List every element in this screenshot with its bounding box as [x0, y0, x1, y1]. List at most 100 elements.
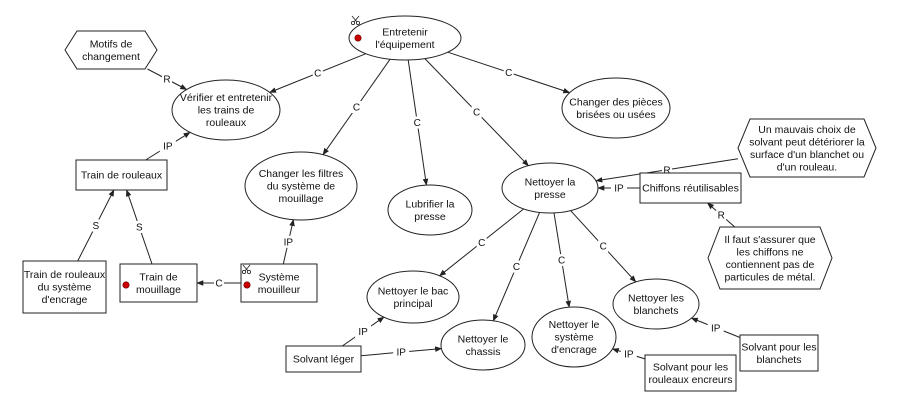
node-text-line: Un mauvais choix de: [758, 124, 856, 136]
scissors-icon: [241, 264, 251, 274]
node-text-line: du système de: [267, 181, 335, 193]
node-text-line: les trains de: [198, 105, 255, 117]
edge-entretenir-to-lubrifier: C: [407, 59, 429, 186]
node-text-line: Train de rouleaux: [24, 269, 106, 281]
edge-label-bg: [351, 101, 362, 113]
node-box: [119, 263, 198, 303]
node-text-line: presse: [534, 189, 566, 201]
marker-dot-icon: [354, 34, 362, 42]
edge-entretenir-to-changer-pieces: C: [447, 51, 571, 94]
edge-label-bg: [556, 254, 567, 267]
node-text-line: blanchets: [634, 305, 679, 317]
node-box: [644, 354, 737, 392]
node-text-line: principal: [393, 298, 432, 310]
node-text-line: d'encrage: [42, 294, 88, 306]
node-ellipse: [387, 184, 473, 236]
edge-entretenir-to-changer-filtres: C: [322, 58, 391, 156]
edge-label-bg: [412, 116, 423, 129]
edge-mauvais-choix-to-nettoyer-presse: R: [595, 158, 739, 183]
node-hexagon: [737, 118, 877, 178]
node-text-line: mouillage: [136, 284, 181, 296]
edge-label-bg: [90, 219, 101, 232]
edge-label: R: [718, 211, 725, 222]
node-text-line: Système: [259, 271, 300, 283]
node-text-line: Train de rouleaux: [81, 170, 163, 182]
node-text-line: Chiffons réutilisables: [642, 183, 739, 195]
node-ellipse: [501, 162, 599, 214]
node-ellipse: [531, 306, 617, 368]
node-text-line: Entretenir: [382, 26, 428, 38]
edge-label-bg: [393, 346, 410, 359]
edge-label-bg: [214, 277, 224, 289]
node-box: [240, 263, 318, 303]
edge-label: IP: [614, 184, 624, 195]
edge-solvant-leger-to-nettoyer-bac: IP: [342, 316, 385, 347]
node-text-line: d'un rouleau.: [777, 161, 837, 173]
node-hexagon: [64, 30, 158, 70]
node-text-line: Lubrifier la: [405, 198, 454, 210]
node-ellipse: [440, 319, 526, 371]
edge-label: R: [163, 75, 170, 86]
node-text-line: Nettoyer le: [549, 319, 600, 331]
edge-solvant-rouleaux-to-nettoyer-encrage: IP: [611, 347, 646, 360]
node-chiffons[interactable]: Chiffons réutilisables: [639, 172, 742, 204]
node-ellipse: [244, 151, 358, 221]
node-box: [285, 345, 362, 373]
node-text-line: Nettoyer les: [628, 292, 684, 304]
edge-label: IP: [624, 349, 634, 360]
node-text-line: Solvant pour les: [741, 341, 816, 353]
node-text-line: Motifs de: [90, 38, 133, 50]
node-text-line: Nettoyer le bac: [378, 285, 449, 297]
edge-label-bg: [707, 321, 724, 334]
node-text-line: les chiffons ne: [737, 246, 804, 258]
edge-label-bg: [511, 260, 522, 273]
edge-label: C: [478, 238, 485, 249]
edge-train-to-verifier: IP: [145, 131, 191, 161]
node-text-line: l'équipement: [375, 39, 434, 51]
node-ellipse: [348, 15, 462, 61]
edge-nettoyer-presse-to-nettoyer-bac: C: [439, 208, 525, 277]
edge-nettoyer-presse-to-nettoyer-blanchets: C: [570, 210, 637, 283]
edge-il-faut-to-chiffons: R: [706, 202, 736, 228]
node-text-line: Solvant pour les: [653, 361, 728, 373]
edge-label-bg: [355, 325, 372, 338]
node-text-line: solvant peut détériorer la: [749, 136, 865, 148]
edge-label-bg: [611, 182, 627, 194]
node-text-line: Il faut s'assurer que: [724, 234, 815, 246]
node-text-line: mouilleur: [258, 284, 301, 296]
edge-train-mouillage-to-train: S: [125, 189, 153, 265]
edge-label: C: [314, 69, 321, 80]
edge-systeme-mouilleur-to-train-mouillage: C: [196, 277, 241, 290]
node-text-line: presse: [414, 211, 446, 223]
edge-label-bg: [134, 221, 145, 233]
edge-label: C: [473, 108, 480, 119]
edge-label: C: [353, 103, 360, 114]
node-text-line: brisées ou usées: [576, 109, 655, 121]
node-text-line: Nettoyer la: [525, 176, 576, 188]
node-train[interactable]: Train de rouleaux: [75, 159, 168, 191]
edge-label-bg: [598, 240, 609, 253]
edge-label: IP: [396, 348, 406, 359]
node-solvant-leger[interactable]: Solvant léger: [285, 345, 362, 373]
node-text-line: chassis: [465, 346, 500, 358]
